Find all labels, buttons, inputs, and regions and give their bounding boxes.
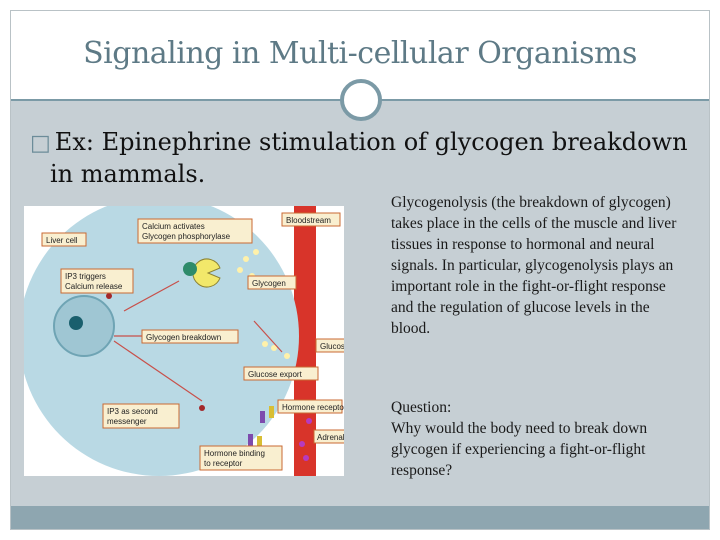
epinephrine-diagram: Liver cell Calcium activates Glycogen ph… [24, 206, 344, 476]
ip3-line1: IP3 triggers [65, 272, 106, 281]
bloodstream-label: Bloodstream [286, 216, 331, 225]
glucose-label: Glucose [320, 342, 344, 351]
bullet-line-2: in mammals. [50, 160, 206, 188]
hormone-receptors-label: Hormone receptors [282, 403, 344, 412]
square-bullet-icon: □ [30, 131, 51, 156]
glycogen-breakdown-label: Glycogen breakdown [146, 333, 221, 342]
nucleus-shape [53, 295, 115, 357]
calcium-line2: Glycogen phosphorylase [142, 232, 231, 241]
ip3-second-line2: messenger [107, 417, 147, 426]
glycogenolysis-paragraph: Glycogenolysis (the breakdown of glycoge… [391, 194, 677, 337]
hormone-binding-line1: Hormone binding [204, 449, 265, 458]
bullet-text: □Ex: Epinephrine stimulation of glycogen… [30, 127, 700, 190]
footer-bar [11, 506, 709, 529]
question-text: Why would the body need to break down gl… [391, 420, 648, 479]
glucose-export-label: Glucose export [248, 370, 303, 379]
slide-frame [10, 10, 710, 530]
ip3-line2: Calcium release [65, 282, 123, 291]
divider-circle-icon [340, 79, 382, 121]
adrenaline-label: Adrenaline [317, 433, 344, 442]
slide-title: Signaling in Multi-cellular Organisms [83, 36, 637, 71]
question-paragraph: Question: Why would the body need to bre… [391, 397, 691, 481]
receptor-mark [260, 411, 265, 423]
liver-cell-label: Liver cell [46, 236, 78, 245]
adrenaline-dot [306, 418, 312, 424]
calcium-line1: Calcium activates [142, 222, 205, 231]
hormone-binding-line2: to receptor [204, 459, 243, 468]
question-label: Question: [391, 399, 452, 416]
ip3-second-line1: IP3 as second [107, 407, 158, 416]
glycogen-label: Glycogen [252, 279, 286, 288]
glycogen-dot [243, 256, 249, 262]
bullet-line-1: Ex: Epinephrine stimulation of glycogen … [54, 128, 688, 156]
nucleus-core [69, 316, 83, 330]
calcium-dot [183, 262, 197, 276]
